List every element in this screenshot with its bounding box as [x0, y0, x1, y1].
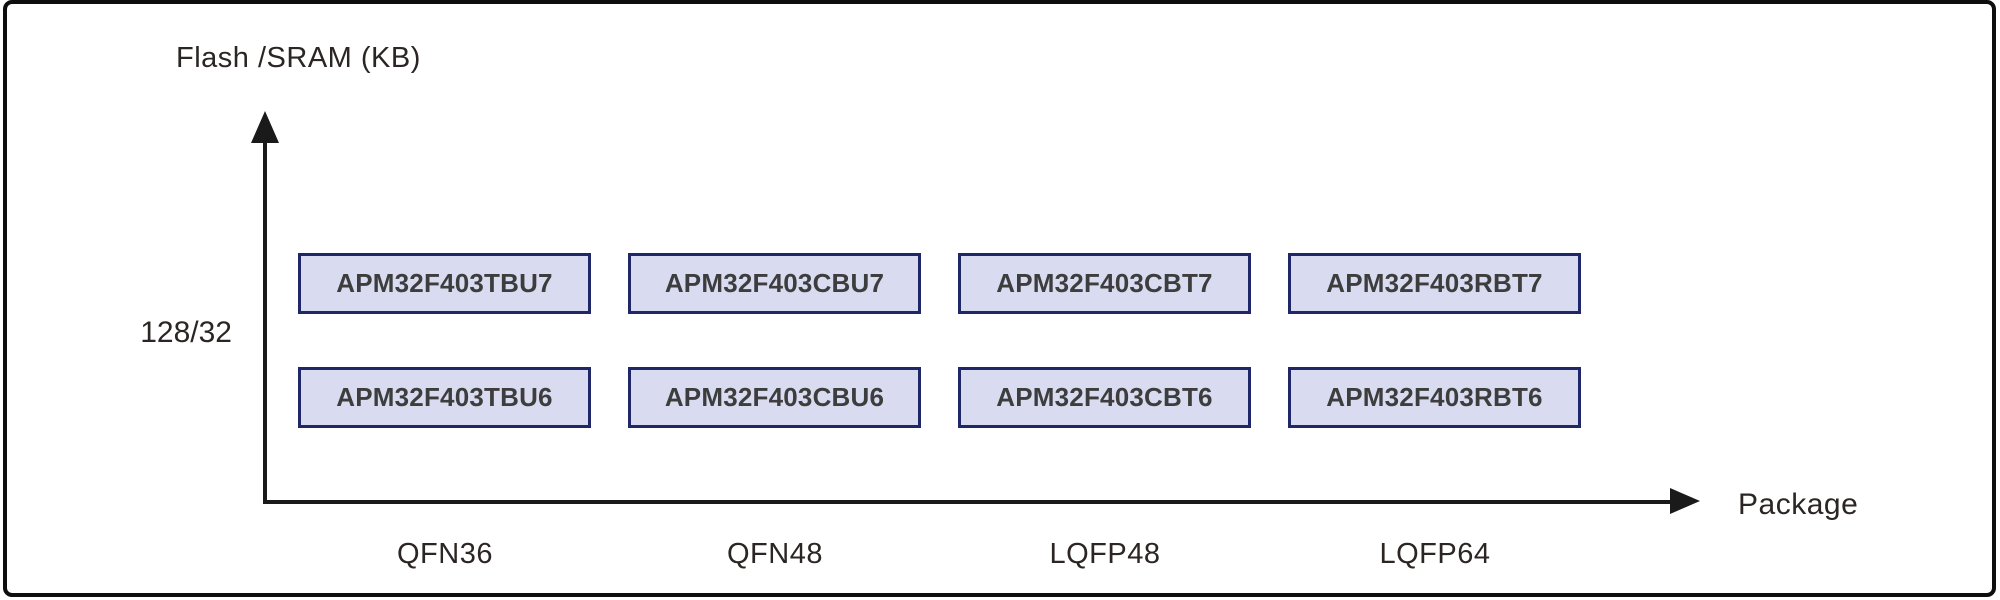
part-box-apm32f403rbt7: APM32F403RBT7: [1288, 253, 1581, 314]
y-axis-arrowhead-icon: [251, 111, 279, 143]
part-box-apm32f403cbu7: APM32F403CBU7: [628, 253, 921, 314]
x-category-qfn36: QFN36: [397, 538, 493, 570]
x-category-lqfp48: LQFP48: [1049, 538, 1161, 570]
y-axis-tick-label: 128/32: [140, 316, 232, 349]
y-axis-line: [263, 140, 267, 504]
y-axis-title: Flash /SRAM (KB): [176, 42, 421, 74]
x-category-qfn48: QFN48: [727, 538, 823, 570]
x-axis-title: Package: [1738, 488, 1859, 521]
part-box-apm32f403tbu6: APM32F403TBU6: [298, 367, 591, 428]
part-box-apm32f403rbt6: APM32F403RBT6: [1288, 367, 1581, 428]
part-box-apm32f403cbt6: APM32F403CBT6: [958, 367, 1251, 428]
x-axis-line: [263, 500, 1673, 504]
x-category-lqfp64: LQFP64: [1379, 538, 1491, 570]
x-axis-arrowhead-icon: [1670, 488, 1700, 514]
part-box-apm32f403cbu6: APM32F403CBU6: [628, 367, 921, 428]
part-box-apm32f403tbu7: APM32F403TBU7: [298, 253, 591, 314]
part-box-apm32f403cbt7: APM32F403CBT7: [958, 253, 1251, 314]
